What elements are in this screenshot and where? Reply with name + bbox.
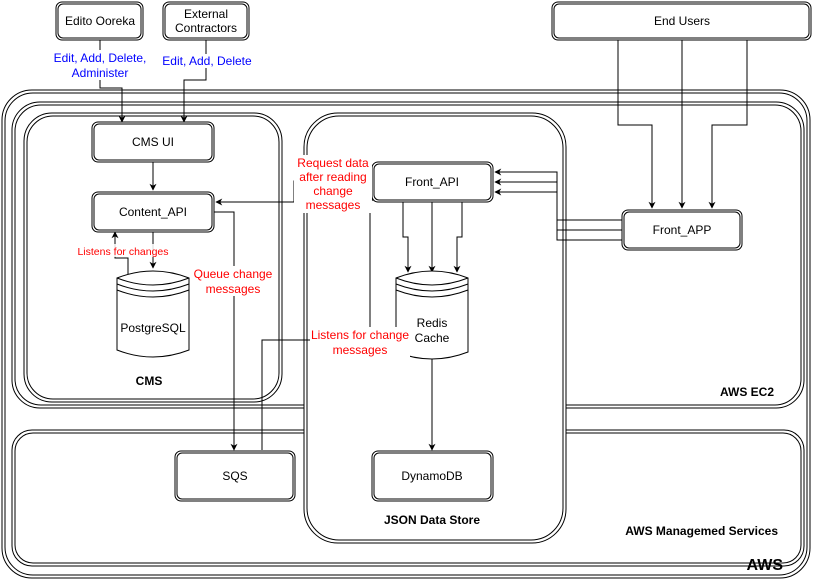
node-edito-ooreka[interactable]: Edito Ooreka	[55, 1, 144, 41]
node-dynamodb[interactable]: DynamoDB	[371, 450, 494, 502]
node-front-api[interactable]: Front_API	[371, 161, 494, 203]
edge-label-request-line-2: after reading	[299, 170, 366, 184]
edge-label-request-line-3: change	[313, 184, 353, 198]
node-edito-ooreka-label: Edito Ooreka	[65, 14, 135, 28]
edge-label-request-line-4: messages	[306, 198, 361, 212]
node-postgresql[interactable]: PostgreSQL	[116, 270, 190, 358]
edge-label-edito: Edit, Add, Delete, Administer	[52, 50, 148, 80]
edge-label-request-line-1: Request data	[297, 156, 369, 170]
node-external-contractors[interactable]: External Contractors	[162, 1, 250, 41]
group-aws: AWS	[1, 89, 811, 579]
node-redis-label-1: Redis	[417, 316, 448, 330]
edge-front-api-redis-3	[453, 202, 463, 273]
node-sqs-label: SQS	[222, 469, 247, 483]
edge-label-queue: Queue change messages	[190, 266, 276, 296]
edge-label-edito-line-2: Administer	[72, 66, 129, 80]
edge-users-front-app-1	[617, 40, 656, 209]
edge-label-edito-line-1: Edit, Add, Delete,	[54, 51, 147, 65]
node-external-label-1: External	[184, 7, 228, 21]
group-aws-managed-title: AWS Managemed Services	[625, 524, 778, 538]
node-postgresql-label: PostgreSQL	[120, 321, 186, 335]
node-end-users[interactable]: End Users	[551, 1, 812, 41]
node-redis-cache[interactable]: Redis Cache	[395, 270, 469, 360]
group-aws-managed: AWS Managemed Services	[11, 429, 805, 567]
group-aws-ec2-title: AWS EC2	[720, 385, 774, 399]
edge-front-api-redis-1	[402, 202, 412, 273]
node-content-api-label: Content_API	[119, 205, 187, 219]
node-dynamodb-label: DynamoDB	[401, 469, 462, 483]
edge-label-listens-changes: Listens for changes	[74, 244, 172, 258]
edge-label-listens-messages: Listens for change messages	[310, 327, 410, 357]
edge-label-external: Edit, Add, Delete	[160, 54, 254, 68]
node-external-label-2: Contractors	[175, 21, 237, 35]
edge-label-request: Request data after reading change messag…	[294, 155, 372, 213]
node-front-api-label: Front_API	[405, 175, 459, 189]
node-cms-ui-label: CMS UI	[132, 135, 174, 149]
node-sqs[interactable]: SQS	[174, 450, 296, 502]
edge-label-external-text: Edit, Add, Delete	[162, 54, 252, 68]
node-end-users-label: End Users	[654, 14, 710, 28]
group-json-store-title: JSON Data Store	[384, 513, 480, 527]
node-redis-label-2: Cache	[415, 331, 450, 345]
edge-label-listens-changes-text: Listens for changes	[77, 246, 168, 258]
node-front-app-label: Front_APP	[653, 223, 712, 237]
edge-label-queue-line-2: messages	[206, 282, 261, 296]
edge-users-front-app-3	[708, 40, 748, 209]
edge-label-listens-messages-line-2: messages	[333, 343, 388, 357]
edge-label-listens-messages-line-1: Listens for change	[311, 328, 409, 342]
group-cms-title: CMS	[136, 374, 163, 388]
edge-external-cms-ui	[180, 40, 207, 123]
edge-content-api-sqs	[214, 211, 238, 451]
node-content-api[interactable]: Content_API	[91, 191, 215, 233]
edge-label-queue-line-1: Queue change	[194, 267, 273, 281]
node-front-app[interactable]: Front_APP	[621, 209, 743, 251]
edge-front-app-front-api-3	[494, 188, 622, 241]
node-cms-ui[interactable]: CMS UI	[91, 121, 215, 163]
